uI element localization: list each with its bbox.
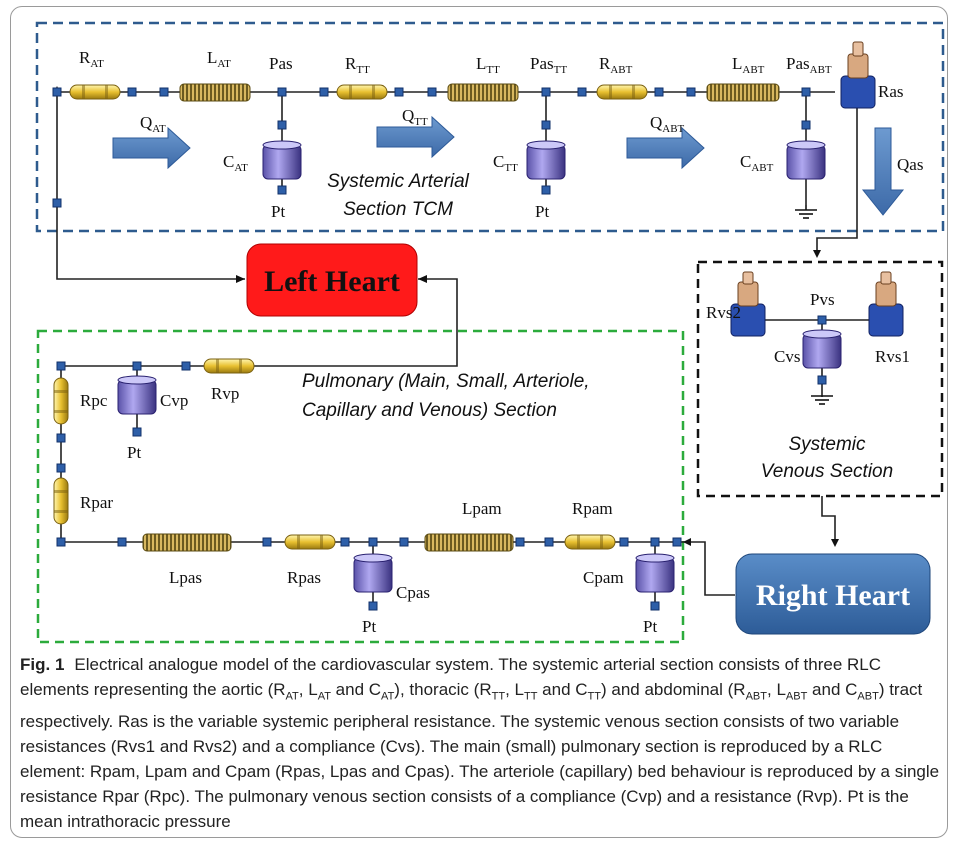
- label-pas: Pas: [269, 54, 293, 73]
- label-rvs1: Rvs1: [875, 347, 910, 366]
- arterial-section-title-line2: Section TCM: [343, 199, 453, 220]
- label-cpam: Cpam: [583, 568, 624, 587]
- label-cvp: Cvp: [160, 391, 188, 410]
- label-pt: Pt: [535, 202, 549, 221]
- pulmonary-section-title-line1: Pulmonary (Main, Small, Arteriole,: [302, 371, 590, 392]
- resistor-r-tt: [336, 84, 388, 100]
- inductor-lpam: [424, 533, 514, 552]
- label-l-abt: LABT: [732, 54, 765, 76]
- capacitor-cpam: [635, 553, 675, 593]
- pulmonary-section-box: [36, 329, 685, 644]
- caption-text: Electrical analogue model of the cardiov…: [20, 655, 940, 832]
- figure-label: Fig. 1: [20, 655, 65, 674]
- capacitor-cvp: [117, 375, 157, 415]
- resistor-rpc: [53, 377, 69, 425]
- venous-section-title-line1: Systemic: [788, 434, 866, 455]
- label-pt: Pt: [127, 443, 141, 462]
- connection-nodes: [52, 87, 827, 611]
- resistor-rpas: [284, 534, 336, 550]
- flow-arrow-q-tt: [376, 115, 455, 159]
- label-q-tt: QTT: [402, 106, 428, 128]
- ground-symbols: [795, 205, 833, 405]
- label-l-tt: LTT: [476, 54, 500, 76]
- circuit-diagram: Left Heart Right Heart RAT LAT Pas RTT L…: [35, 21, 945, 644]
- label-l-at: LAT: [207, 48, 231, 70]
- label-rpas: Rpas: [287, 568, 321, 587]
- right-heart-label: Right Heart: [756, 579, 910, 612]
- pulmonary-section-title-line2: Capillary and Venous) Section: [302, 400, 557, 421]
- label-r-tt: RTT: [345, 54, 370, 76]
- flow-arrow-qas: [861, 127, 905, 216]
- inductor-l-at: [179, 83, 251, 102]
- inductor-l-tt: [447, 83, 519, 102]
- potentiometer-rvs1: [868, 271, 904, 337]
- capacitor-c-abt: [786, 140, 826, 180]
- label-pas-tt: PasTT: [530, 54, 567, 76]
- label-rpam: Rpam: [572, 499, 613, 518]
- label-rpc: Rpc: [80, 391, 108, 410]
- capacitor-cvs: [802, 329, 842, 369]
- label-pas-abt: PasABT: [786, 54, 832, 76]
- label-cvs: Cvs: [774, 347, 800, 366]
- capacitor-c-at: [262, 140, 302, 180]
- capacitor-cpas: [353, 553, 393, 593]
- label-lpam: Lpam: [462, 499, 502, 518]
- label-q-at: QAT: [140, 113, 166, 135]
- arterial-section-box: [35, 21, 945, 233]
- left-heart-block: Left Heart: [246, 243, 418, 317]
- potentiometer-rvs2: [730, 271, 766, 337]
- label-c-abt: CABT: [740, 152, 774, 174]
- venous-section-box: [696, 260, 944, 498]
- arterial-section-title-line1: Systemic Arterial: [327, 171, 470, 192]
- resistor-rvp: [203, 358, 255, 374]
- right-heart-block: Right Heart: [735, 553, 931, 635]
- left-heart-label: Left Heart: [264, 265, 400, 298]
- label-cpas: Cpas: [396, 583, 430, 602]
- label-q-abt: QABT: [650, 113, 685, 135]
- resistor-r-at: [69, 84, 121, 100]
- resistor-rpam: [564, 534, 616, 550]
- label-ras: Ras: [878, 82, 904, 101]
- potentiometer-ras: [840, 41, 876, 109]
- capacitor-c-tt: [526, 140, 566, 180]
- label-pvs: Pvs: [810, 290, 835, 309]
- venous-section-title-line2: Venous Section: [761, 461, 893, 482]
- label-c-tt: CTT: [493, 152, 518, 174]
- flow-arrow-q-abt: [626, 126, 705, 170]
- label-rvp: Rvp: [211, 384, 239, 403]
- label-r-at: RAT: [79, 48, 104, 70]
- figure-frame: [10, 6, 948, 838]
- label-pt: Pt: [643, 617, 657, 636]
- inductor-lpas: [142, 533, 232, 552]
- inductor-l-abt: [706, 83, 780, 102]
- label-qas: Qas: [897, 155, 923, 174]
- label-pt: Pt: [271, 202, 285, 221]
- label-c-at: CAT: [223, 152, 248, 174]
- label-rpar: Rpar: [80, 493, 113, 512]
- label-lpas: Lpas: [169, 568, 202, 587]
- label-r-abt: RABT: [599, 54, 633, 76]
- flow-arrow-q-at: [112, 126, 191, 170]
- resistor-rpar: [53, 477, 69, 525]
- label-pt: Pt: [362, 617, 376, 636]
- resistor-r-abt: [596, 84, 648, 100]
- label-rvs2: Rvs2: [706, 303, 741, 322]
